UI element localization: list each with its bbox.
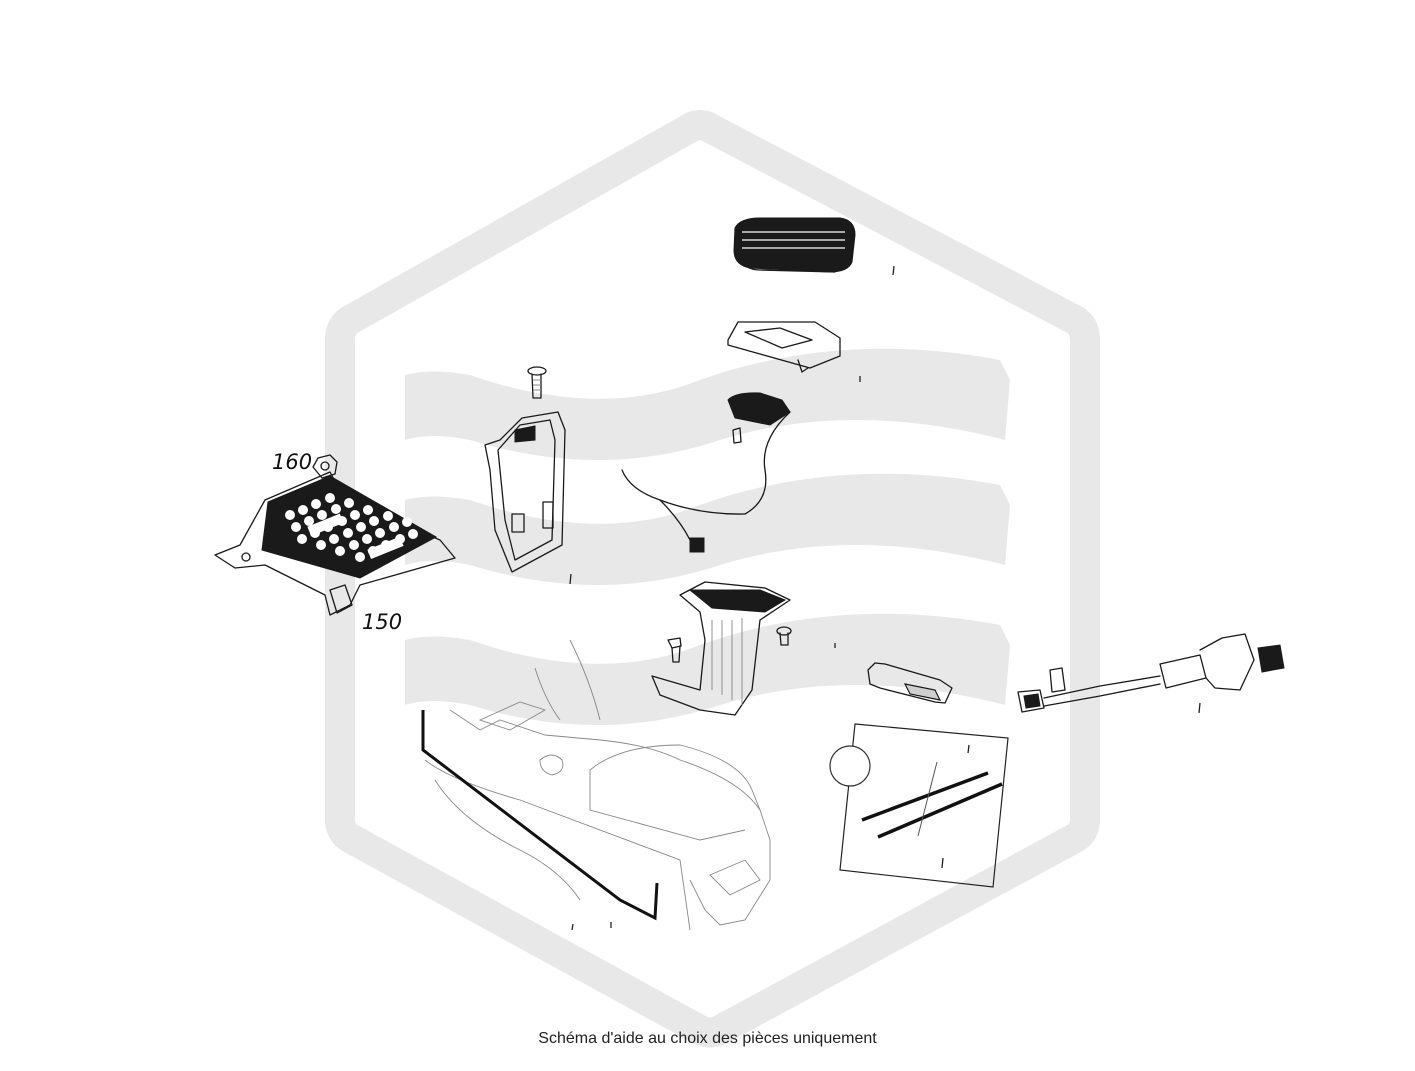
mounting-bracket-part[interactable] bbox=[214, 471, 456, 616]
storage-cover-part[interactable] bbox=[733, 217, 856, 273]
console-frame-part[interactable] bbox=[651, 581, 791, 716]
watermark-logo bbox=[325, 110, 1100, 1048]
callout-160: 160 bbox=[272, 450, 312, 474]
clip-part[interactable] bbox=[867, 662, 953, 704]
wiring-harness-part[interactable] bbox=[1017, 633, 1285, 713]
nut-part[interactable] bbox=[312, 454, 338, 479]
callout-150: 150 bbox=[362, 610, 402, 634]
tray-frame-part[interactable] bbox=[727, 321, 841, 373]
leader-ticks bbox=[569, 265, 1201, 931]
screw-part[interactable] bbox=[527, 366, 547, 399]
small-screw-right[interactable] bbox=[776, 626, 792, 646]
center-console-outline bbox=[424, 639, 771, 931]
switch-cable-part[interactable] bbox=[621, 392, 791, 553]
small-screw-left[interactable] bbox=[667, 637, 682, 663]
diagram-caption: Schéma d'aide au choix des pièces unique… bbox=[538, 1030, 877, 1047]
console-highlight-bracket bbox=[421, 710, 659, 921]
side-panel-part[interactable] bbox=[484, 411, 566, 573]
watermark-waves bbox=[405, 348, 1010, 725]
placeholder-panel bbox=[829, 723, 1009, 888]
